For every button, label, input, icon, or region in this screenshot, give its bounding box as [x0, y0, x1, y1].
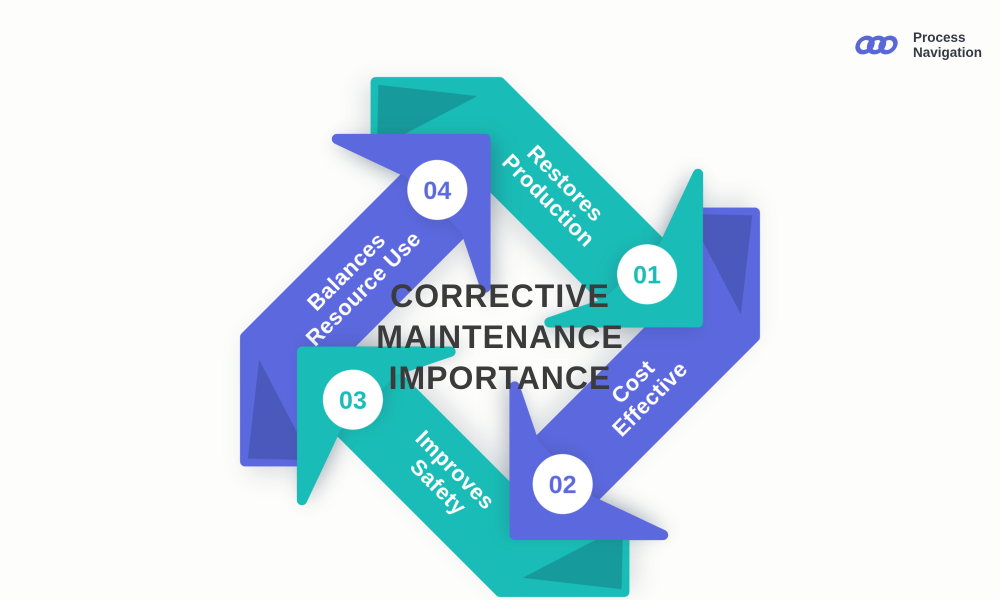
logo-mark-icon	[855, 35, 898, 55]
arrow-head-restores-production: 01	[544, 168, 703, 328]
fold-shade	[247, 359, 312, 461]
fold-shade	[688, 213, 753, 315]
arrow-heads-layer: 01 02 03 04	[297, 134, 703, 540]
fold-shade	[376, 84, 478, 149]
step-number: 02	[549, 471, 577, 499]
fold-shade	[522, 525, 624, 590]
step-number: 04	[423, 177, 451, 205]
page-title: CORRECTIVE MAINTENANCE IMPORTANCE	[310, 276, 690, 399]
step-number-badge	[532, 454, 593, 515]
logo: Process Navigation	[851, 29, 982, 61]
step-number-badge	[617, 244, 678, 305]
step-number-badge	[407, 159, 468, 220]
title-line-3: IMPORTANCE	[388, 360, 612, 396]
title-line-1: CORRECTIVE	[390, 278, 610, 314]
step-number: 03	[339, 387, 367, 415]
logo-text-line-2: Navigation	[912, 45, 982, 60]
logo-text: Process Navigation	[913, 30, 982, 61]
step-number-badge	[322, 369, 383, 430]
title-line-2: MAINTENANCE	[376, 319, 624, 355]
arrow-head-cost-effective: 02	[509, 381, 669, 540]
arrow-head-balances-resource-use: 04	[331, 134, 491, 293]
logo-text-line-1: Process	[912, 29, 966, 45]
step-number: 01	[633, 261, 661, 289]
arrow-head-improves-safety: 03	[297, 346, 456, 506]
